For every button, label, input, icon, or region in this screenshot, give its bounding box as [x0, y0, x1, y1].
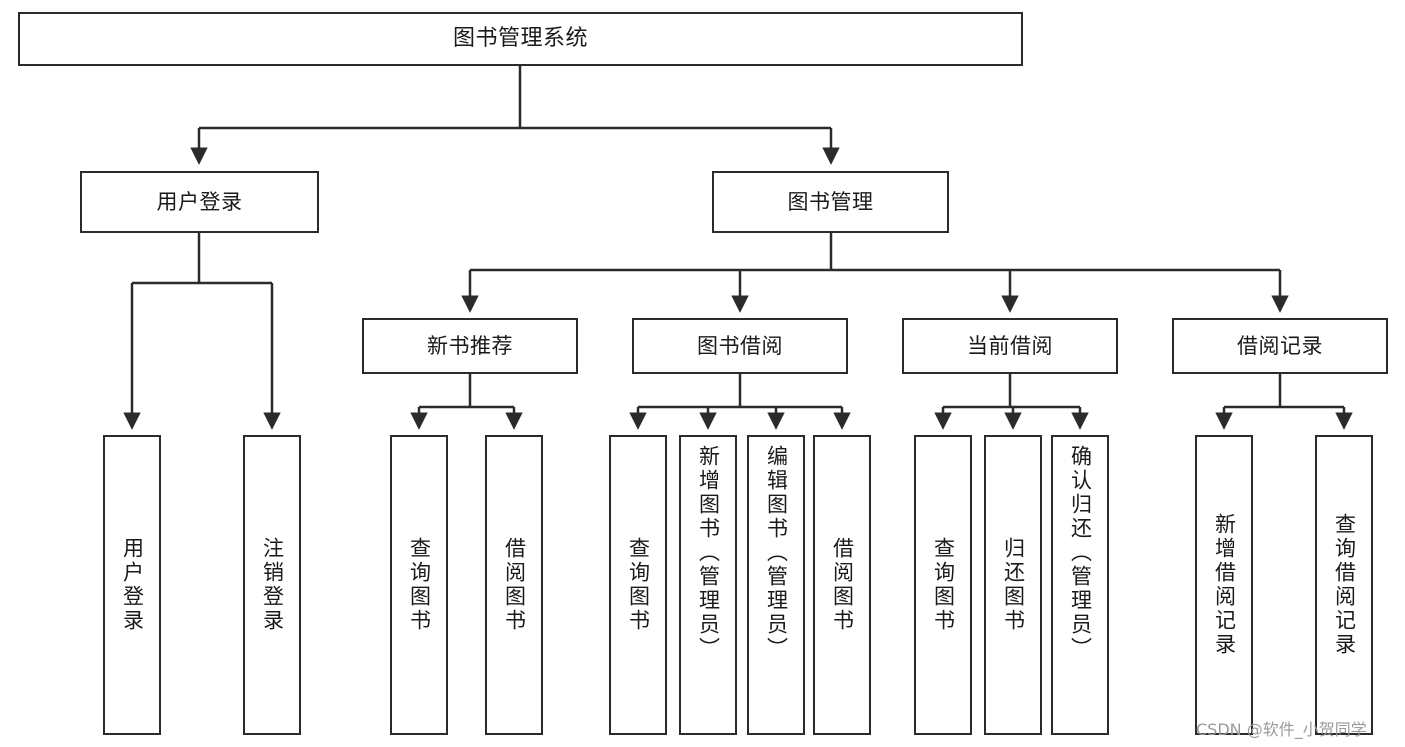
node-book-manage[interactable]: 图书管理 [712, 171, 949, 233]
node-borrow-record-label: 借阅记录 [1237, 333, 1323, 358]
node-leaf-logout-label: 注销登录 [260, 537, 285, 633]
node-root[interactable]: 图书管理系统 [18, 12, 1023, 66]
node-leaf-query-book-3[interactable]: 查询图书 [914, 435, 972, 735]
node-book-borrow[interactable]: 图书借阅 [632, 318, 848, 374]
node-leaf-logout[interactable]: 注销登录 [243, 435, 301, 735]
node-leaf-add-record[interactable]: 新增借阅记录 [1195, 435, 1253, 735]
node-borrow-record[interactable]: 借阅记录 [1172, 318, 1388, 374]
node-leaf-confirm-return-label: 确认归还（管理员） [1068, 445, 1093, 661]
node-current-borrow[interactable]: 当前借阅 [902, 318, 1118, 374]
node-leaf-return-book[interactable]: 归还图书 [984, 435, 1042, 735]
node-root-label: 图书管理系统 [452, 26, 588, 51]
node-leaf-add-book-label: 新增图书（管理员） [696, 445, 721, 661]
node-leaf-query-book-1[interactable]: 查询图书 [390, 435, 448, 735]
node-leaf-borrow-book-2[interactable]: 借阅图书 [813, 435, 871, 735]
node-leaf-add-book[interactable]: 新增图书（管理员） [679, 435, 737, 735]
node-leaf-borrow-book-2-label: 借阅图书 [830, 537, 855, 633]
node-leaf-query-record-label: 查询借阅记录 [1332, 513, 1357, 657]
node-leaf-edit-book[interactable]: 编辑图书（管理员） [747, 435, 805, 735]
node-user-login-label: 用户登录 [156, 189, 243, 214]
node-leaf-return-book-label: 归还图书 [1001, 537, 1026, 633]
node-leaf-query-book-2-label: 查询图书 [626, 537, 651, 633]
node-leaf-query-record[interactable]: 查询借阅记录 [1315, 435, 1373, 735]
node-leaf-query-book-3-label: 查询图书 [931, 537, 956, 633]
node-leaf-confirm-return[interactable]: 确认归还（管理员） [1051, 435, 1109, 735]
node-current-borrow-label: 当前借阅 [967, 333, 1053, 358]
node-leaf-user-login[interactable]: 用户登录 [103, 435, 161, 735]
node-new-book-recommend-label: 新书推荐 [427, 333, 513, 358]
node-leaf-query-book-2[interactable]: 查询图书 [609, 435, 667, 735]
node-leaf-user-login-label: 用户登录 [120, 537, 145, 633]
node-leaf-edit-book-label: 编辑图书（管理员） [764, 445, 789, 661]
node-leaf-borrow-book-1[interactable]: 借阅图书 [485, 435, 543, 735]
node-leaf-borrow-book-1-label: 借阅图书 [502, 537, 527, 633]
node-user-login[interactable]: 用户登录 [80, 171, 319, 233]
node-book-borrow-label: 图书借阅 [697, 333, 783, 358]
node-leaf-add-record-label: 新增借阅记录 [1212, 513, 1237, 657]
node-book-manage-label: 图书管理 [787, 189, 874, 214]
node-leaf-query-book-1-label: 查询图书 [407, 537, 432, 633]
node-new-book-recommend[interactable]: 新书推荐 [362, 318, 578, 374]
